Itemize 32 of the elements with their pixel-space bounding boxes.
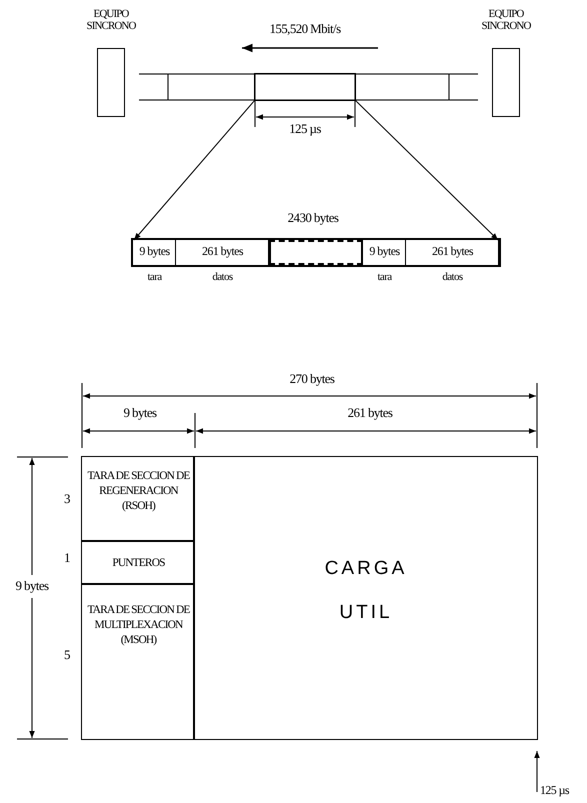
equipment-label: EQUIPO SINCRONO <box>85 8 137 32</box>
field-caption: datos <box>441 271 464 284</box>
table-cell <box>82 542 195 585</box>
frame-table <box>82 457 537 739</box>
cell-text: TARA DE SECCION DE REGENERACION (RSOH) <box>86 468 191 514</box>
field-caption: tara <box>376 271 393 284</box>
cell-text: 9 bytes <box>138 245 171 258</box>
field-caption: datos <box>211 271 234 284</box>
equipment-label: EQUIPO SINCRONO <box>480 8 532 32</box>
arrow <box>134 100 256 240</box>
row-count: 1 <box>63 551 71 564</box>
dimension-label: 261 bytes <box>346 406 394 419</box>
payload-text: CARGA UTIL <box>324 557 408 625</box>
time-label: 125 µs <box>540 784 570 797</box>
cell-text: 261 bytes <box>431 245 474 258</box>
field-caption: tara <box>146 271 163 284</box>
dimension-label: 9 bytes <box>122 406 158 419</box>
dimension-label: 270 bytes <box>288 372 336 385</box>
dimension-label: 9 bytes <box>14 579 50 592</box>
frame-cell <box>269 240 363 265</box>
arrow <box>354 100 498 240</box>
rate-label: 155,520 Mbit/s <box>268 22 342 35</box>
row-count: 3 <box>63 492 71 505</box>
dimension-label: 125 µs <box>288 122 322 135</box>
frame-size-label: 2430 bytes <box>286 211 340 224</box>
cell-text: PUNTEROS <box>111 556 166 570</box>
row-count: 5 <box>63 648 71 661</box>
table-cell <box>82 457 195 542</box>
cell-text: TARA DE SECCION DE MULTIPLEXACION (MSOH) <box>86 603 191 648</box>
cell-text: 9 bytes <box>368 245 401 258</box>
cell-text: 261 bytes <box>201 245 244 258</box>
frame-segment <box>255 74 355 100</box>
